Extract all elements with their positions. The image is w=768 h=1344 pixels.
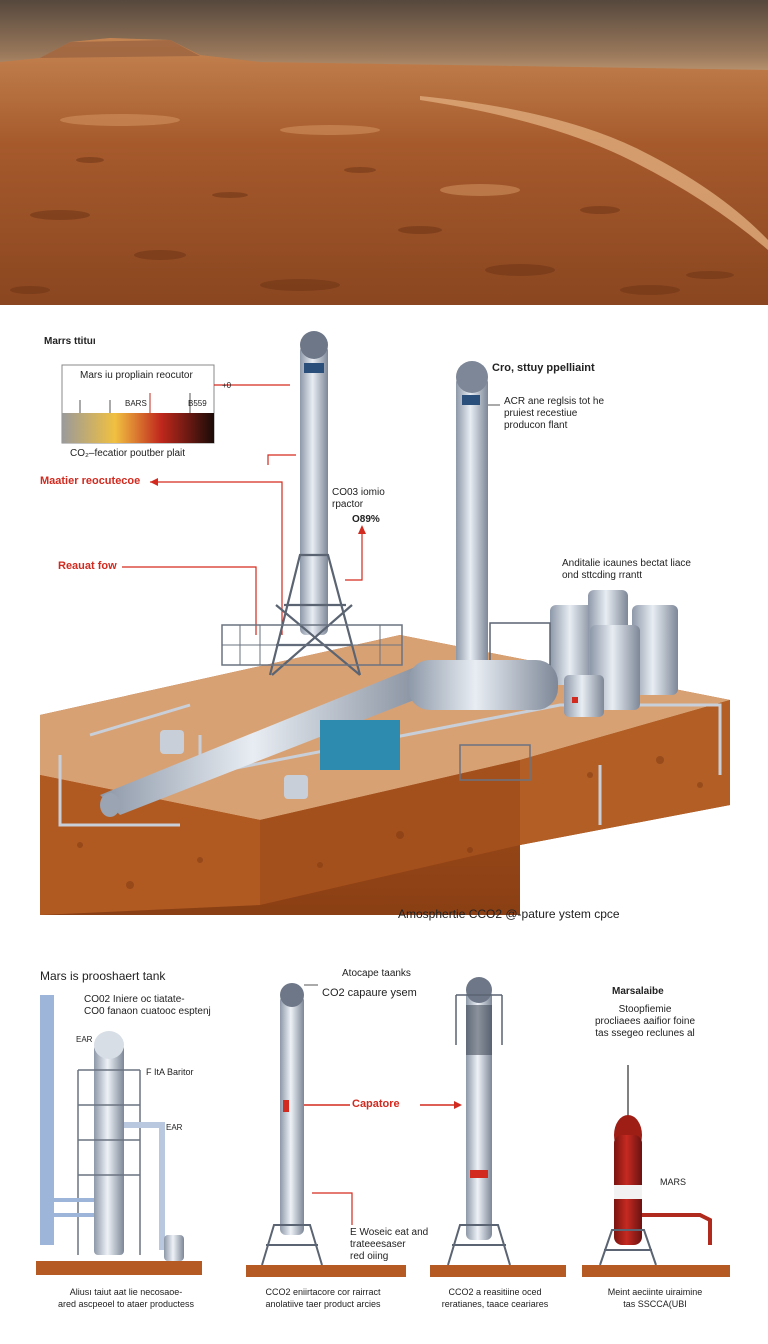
- reactor-tower-left: [221, 331, 403, 676]
- mid-unit-caption-2: CCO2 a reasitiine oced reratianes, taace…: [441, 1287, 549, 1309]
- storage-tanks: [489, 590, 678, 717]
- plant-caption: Amosphertie CCO2 @-pature ystem cpce: [398, 907, 620, 921]
- callout-reactor-left: Maatier reocutecoe: [40, 475, 141, 487]
- right-unit-desc: Stoopfiemie procliaees aaifior foine tas…: [594, 1004, 696, 1039]
- gauge-zero: +0: [222, 381, 232, 390]
- mars-landscape-photo: [0, 0, 768, 305]
- tanks-label: Anditalie icaunes bectat liace ond sttcd…: [562, 558, 691, 581]
- left-unit-tag-2: F ItA Baritor: [146, 1067, 194, 1077]
- gauge-mark-right: B559: [188, 399, 207, 408]
- co2-plant-isometric-diagram: [40, 331, 730, 915]
- gauge-caption: CO₂–fecatior poutber plait: [70, 448, 186, 459]
- left-unit-title: Mars is prooshaert tank: [40, 969, 166, 983]
- capture-systems-row: [36, 977, 730, 1277]
- tower-center-label: CO03 iomio rpactor: [332, 487, 385, 510]
- mid-unit-subtitle: CO2 capaure ysem: [322, 987, 417, 999]
- left-unit-tag-3: EAR: [166, 1123, 183, 1132]
- gauge-bar: [62, 413, 214, 443]
- right-unit-tag: MARS: [660, 1177, 687, 1187]
- mid-unit-note: E Woseic eat and trateeesaser red oiing: [350, 1227, 429, 1262]
- gauge-mark-left: BARS: [125, 399, 147, 408]
- callout-flow: Reauat fow: [58, 560, 117, 572]
- mid-unit-title: Atocape taanks: [342, 968, 411, 979]
- tower-right-desc: ACR ane reglsis tot he pruiest recestiue…: [504, 396, 605, 431]
- unit-2-capture-column: [246, 983, 406, 1277]
- horizontal-reactor-pipe: [100, 660, 558, 817]
- unit-4-red-vessel: [582, 1065, 730, 1277]
- unit-3-capture-column: [430, 977, 566, 1277]
- right-unit-caption: Meint aeciinte uiraimine tas SSCCA(UBI: [607, 1287, 703, 1309]
- left-unit-desc: CO02 Iniere oc tiatate- CO0 fanaon cuato…: [84, 994, 211, 1017]
- mars-station-title: Marrs ttituı: [44, 336, 96, 347]
- left-unit-caption: Aliusı taiut aat lie necosaoe- ared ascp…: [57, 1287, 195, 1309]
- reactor-tower-right: [456, 361, 488, 675]
- mid-unit-caption-1: CCO2 eniirtacore cor rairract anolatiive…: [265, 1287, 381, 1309]
- tower-center-percent: O89%: [352, 514, 380, 525]
- mid-arrow-label: Capatore: [352, 1098, 400, 1110]
- gauge-title: Mars iu propliain reocutor: [80, 370, 193, 381]
- left-unit-tag-1: EAR: [76, 1035, 93, 1044]
- tower-right-title: Cro, sttuy ppelliaint: [492, 362, 595, 374]
- right-unit-title: Marsalaibe: [612, 986, 664, 997]
- unit-1-tank-tower: [36, 995, 202, 1275]
